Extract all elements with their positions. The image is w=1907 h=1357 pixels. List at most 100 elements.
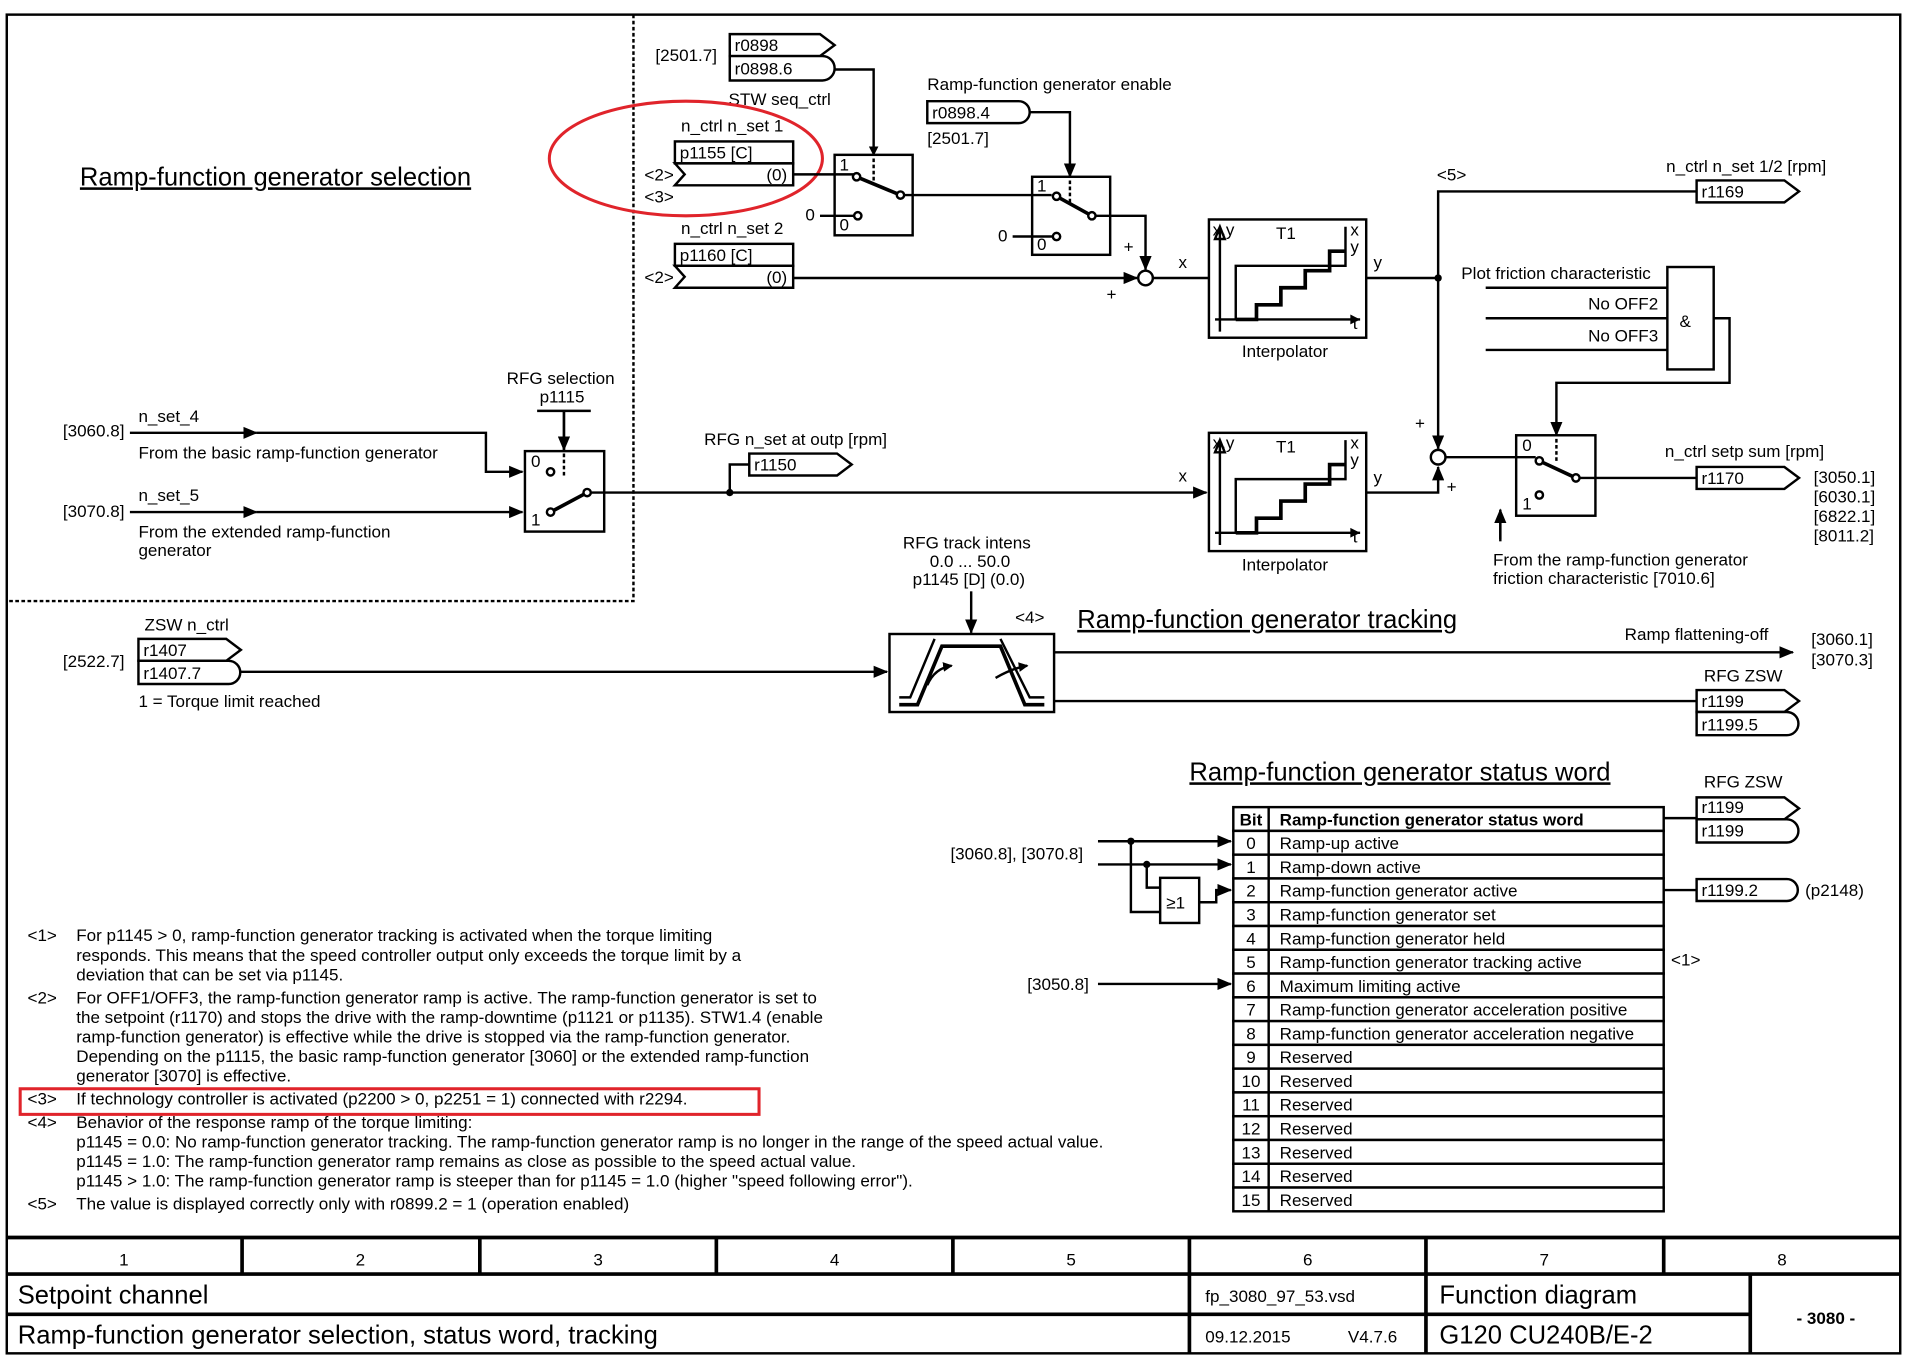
param-label: p1155 [C]: [680, 143, 753, 162]
connector-r1199: [1695, 688, 1802, 714]
switch-pos: 1: [1522, 495, 1531, 514]
signal-x: x: [1178, 253, 1187, 272]
switch-pos: 0: [531, 452, 540, 471]
torque-limit-label: 1 = Torque limit reached: [138, 692, 320, 711]
footnote-tag: <4>: [27, 1113, 56, 1132]
footnote: <4> Behavior of the response ramp of the …: [27, 1113, 1103, 1191]
connector-label: r1150: [754, 456, 796, 475]
footnote-line: deviation that can be set via p1145.: [76, 965, 343, 984]
no-off2-label: No OFF2: [1588, 295, 1658, 314]
friction-label-2: friction characteristic [7010.6]: [1493, 569, 1715, 588]
footnote: <5> The value is displayed correctly only…: [27, 1194, 629, 1213]
interp-x: x: [1350, 220, 1359, 239]
interp-t1: T1: [1276, 224, 1296, 243]
param-p1155-input: [672, 162, 795, 187]
footnote-line: Behavior of the response ramp of the tor…: [76, 1113, 472, 1132]
stw-label: STW seq_ctrl: [729, 90, 831, 109]
ref-target: [8011.2]: [1814, 526, 1874, 545]
bit-number: 6: [1246, 977, 1255, 996]
footnote-tag: <5>: [27, 1194, 56, 1213]
bit-description: Reserved: [1280, 1119, 1353, 1138]
file-name: fp_3080_97_53.vsd: [1205, 1287, 1355, 1306]
footnote: <1>For p1145 > 0, ramp-function generato…: [27, 926, 741, 984]
bit-number: Bit: [1240, 810, 1263, 829]
connector-r1199: [1695, 796, 1802, 821]
summing-junction: [1136, 269, 1155, 287]
no-off3-label: No OFF3: [1588, 326, 1658, 345]
footnote-line: Depending on the p1115, the basic ramp-f…: [76, 1047, 809, 1066]
footnote-line: If technology controller is activated (p…: [76, 1090, 687, 1109]
ref-target: [6822.1]: [1814, 507, 1876, 526]
footnote-tag: <2>: [27, 988, 56, 1007]
note-ref: <1>: [1671, 951, 1700, 970]
bit-number: 7: [1246, 1001, 1255, 1020]
footnote: <2> For OFF1/OFF3, the ramp-function gene…: [27, 988, 822, 1085]
bit-description: Reserved: [1280, 1048, 1353, 1067]
bit-description: Ramp-function generator tracking active: [1280, 953, 1582, 972]
footnote: <3>If technology controller is activated…: [27, 1090, 687, 1109]
connector-label: r0898.4: [932, 103, 990, 122]
signal-y: y: [1374, 468, 1383, 487]
interp-t: t: [1353, 314, 1358, 333]
ref-3060-8: [3060.8]: [63, 421, 125, 440]
zsw-label: ZSW n_ctrl: [145, 615, 229, 634]
interp-y: y: [1350, 237, 1359, 256]
connector-label: r1407.7: [143, 664, 201, 683]
interpolator-2: x,y T1 x y t: [1207, 431, 1368, 553]
switch-input-zero: 0: [805, 206, 814, 225]
note-ref: <3>: [644, 187, 673, 206]
bit-description: Reserved: [1280, 1096, 1353, 1115]
footnote-line: The value is displayed correctly only wi…: [76, 1194, 629, 1213]
bit-number: 11: [1242, 1096, 1260, 1115]
footnote-line: For OFF1/OFF3, the ramp-function generat…: [76, 988, 817, 1007]
switch-3: [1514, 434, 1597, 517]
column-number: 7: [1539, 1251, 1548, 1270]
or-gate: [1158, 876, 1201, 925]
ref-3070-8: [3070.8]: [63, 502, 125, 521]
rfg-selection-param: p1115: [540, 387, 585, 406]
interp-xy: x,y: [1213, 220, 1235, 239]
status-row: 11 Reserved: [1232, 1091, 1665, 1118]
connector-r1169: [1695, 179, 1802, 204]
rfg-zsw-label: RFG ZSW: [1704, 667, 1784, 686]
track-intens-label: RFG track intens: [903, 534, 1031, 553]
connector-r1407-7: [137, 659, 242, 686]
connector-label: r1199.5: [1701, 715, 1758, 734]
column-number: 6: [1303, 1251, 1312, 1270]
note-ref: <2>: [644, 268, 673, 287]
bit-description: Ramp-up active: [1280, 834, 1399, 853]
interp-t: t: [1353, 528, 1358, 547]
bit-number: 1: [1246, 858, 1255, 877]
section-title-tracking: Ramp-function generator tracking: [1077, 606, 1457, 634]
interp-y: y: [1350, 451, 1359, 470]
bit-description: Reserved: [1280, 1191, 1353, 1210]
rfg-outp-label: RFG n_set at outp [rpm]: [704, 430, 887, 449]
footnote-line: the setpoint (r1170) and stops the drive…: [76, 1008, 823, 1027]
footnote-line: p1145 = 0.0: No ramp-function generator …: [76, 1132, 1103, 1151]
connector-r1199-2: [1695, 877, 1799, 903]
bit-number: 12: [1242, 1119, 1261, 1138]
note-ref: <4>: [1015, 608, 1044, 627]
column-number: 4: [830, 1251, 839, 1270]
plus-sign: +: [1124, 237, 1134, 256]
column-number: 3: [593, 1251, 602, 1270]
flattening-label: Ramp flattening-off: [1625, 625, 1769, 644]
note-ref: <5>: [1437, 165, 1466, 184]
connector-r0898: [728, 32, 837, 58]
switch-pos: 0: [1522, 436, 1531, 455]
column-number: 5: [1066, 1251, 1075, 1270]
date: 09.12.2015: [1205, 1327, 1290, 1346]
nset5-label: n_set_5: [138, 486, 199, 505]
bit-number: 9: [1246, 1048, 1255, 1067]
interp-x: x: [1350, 434, 1359, 453]
